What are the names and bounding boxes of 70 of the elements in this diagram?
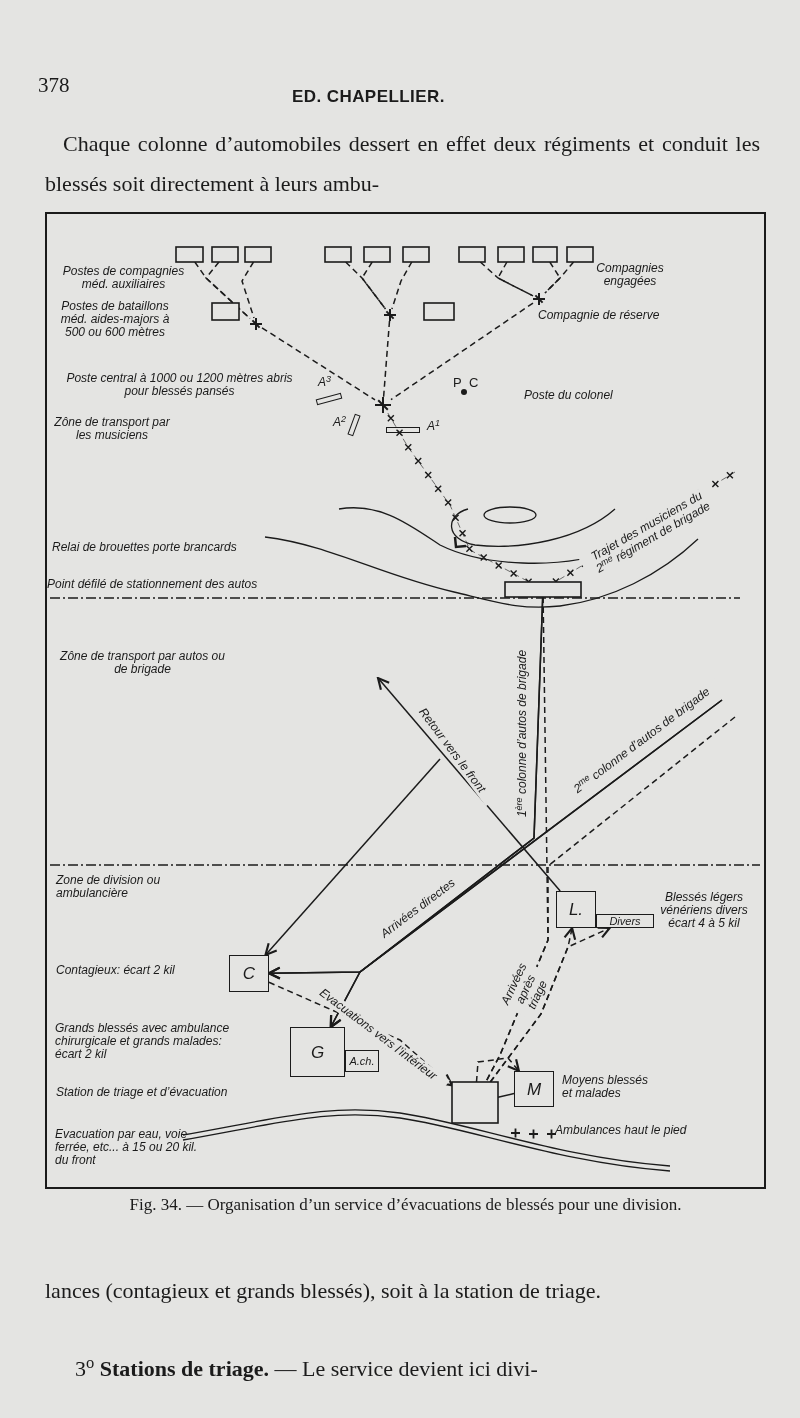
arrow [475, 1057, 520, 1083]
figure-caption: Fig. 34. — Organisation d’un service d’évacuations de blessés pour une division. [128, 1194, 683, 1216]
post-box [566, 246, 594, 263]
junction-star [383, 308, 397, 322]
post-label: Blessés légers vénériens divers écart 4 à 5 kil [659, 891, 749, 930]
route-line [344, 261, 387, 310]
zone-label: Grands blessés avec ambulance chirurgicale et grands malades: écart 2 kil [55, 1022, 231, 1061]
route-line [485, 716, 736, 1083]
arrow [264, 758, 441, 957]
shelter-label: A$^{1}$ [426, 420, 440, 433]
route-line [261, 327, 376, 401]
post-box [363, 246, 391, 263]
post-letter: C [469, 376, 479, 389]
annex-box: A.ch. [345, 1050, 379, 1072]
post-letter: P [453, 376, 462, 389]
station-box: C [229, 955, 269, 992]
zone-label: Relai de brouettes porte brancards [52, 541, 237, 554]
post-label: Poste du colonel [524, 389, 613, 402]
junction-star [532, 292, 546, 306]
arrow [376, 676, 561, 892]
body-text: lances (contagieux et grands blessés), soit à la station de triage. [45, 1277, 602, 1305]
post-box [451, 1081, 499, 1124]
zone-label: Station de triage et d’évacuation [56, 1086, 228, 1099]
zone-label: Zone de division ou ambulancière [56, 874, 162, 900]
zone-label: Zône de transport par autos ou de brigade [58, 650, 226, 676]
post-box [504, 581, 582, 598]
arrow [489, 926, 611, 1083]
annex-box: Divers [596, 914, 654, 928]
route-line [382, 320, 391, 398]
post-label: Ambulances haut le pied [555, 1124, 687, 1137]
body-text: Chaque colonne d’automobiles dessert en effet deux régiments et conduit les blessés soit directement à leurs ambu- [45, 130, 760, 198]
route-line [390, 302, 534, 401]
route-line [204, 261, 251, 320]
post-box [324, 246, 352, 263]
post-label: Compagnie de réserve [538, 309, 660, 322]
post-box [402, 246, 430, 263]
zone-label: Point défilé de stationnement des autos [47, 578, 258, 591]
post-box [458, 246, 486, 263]
junction-star [249, 317, 263, 331]
page-number: 378 [38, 72, 70, 99]
route-line [241, 261, 255, 319]
junction-star [374, 396, 392, 414]
route-line [479, 261, 534, 297]
route-line [361, 261, 387, 310]
post-box [423, 302, 455, 321]
zone-label: Zône de transport par les musiciens [53, 416, 171, 442]
post-box [532, 246, 558, 263]
post-box [211, 246, 239, 263]
route-line [496, 261, 534, 297]
post-label: Compagnies engagées [595, 262, 665, 288]
node-caption: Moyens blessés et malades [562, 1074, 650, 1100]
route-line [544, 261, 575, 294]
route-line [544, 261, 561, 294]
zone-label: Contagieux: écart 2 kil [56, 964, 175, 977]
shelter-label: A$^{3}$ [318, 376, 332, 389]
post-box [244, 246, 272, 263]
post-box [211, 302, 240, 321]
zone-label: Postes de compagnies méd. auxiliaires [61, 265, 186, 291]
route-line [391, 261, 413, 310]
post-box [175, 246, 204, 263]
arrow [329, 699, 723, 1029]
zone-label: Postes de bataillons méd. aides-majors à 500 ou 600 mètres [59, 300, 171, 339]
post-box [497, 246, 525, 263]
shelter-label: A$^{2}$ [333, 416, 347, 429]
station-box: G [290, 1027, 345, 1077]
station-box: M [514, 1071, 554, 1107]
zone-label: Poste central à 1000 ou 1200 mètres abris pour blessés pansés [65, 372, 294, 398]
running-head: ED. CHAPELLIER. [292, 86, 445, 108]
station-box: L. [556, 891, 596, 928]
body-text: 3$^{o}$ Stations de triage. — Le service devient ici divi- [74, 1351, 539, 1383]
